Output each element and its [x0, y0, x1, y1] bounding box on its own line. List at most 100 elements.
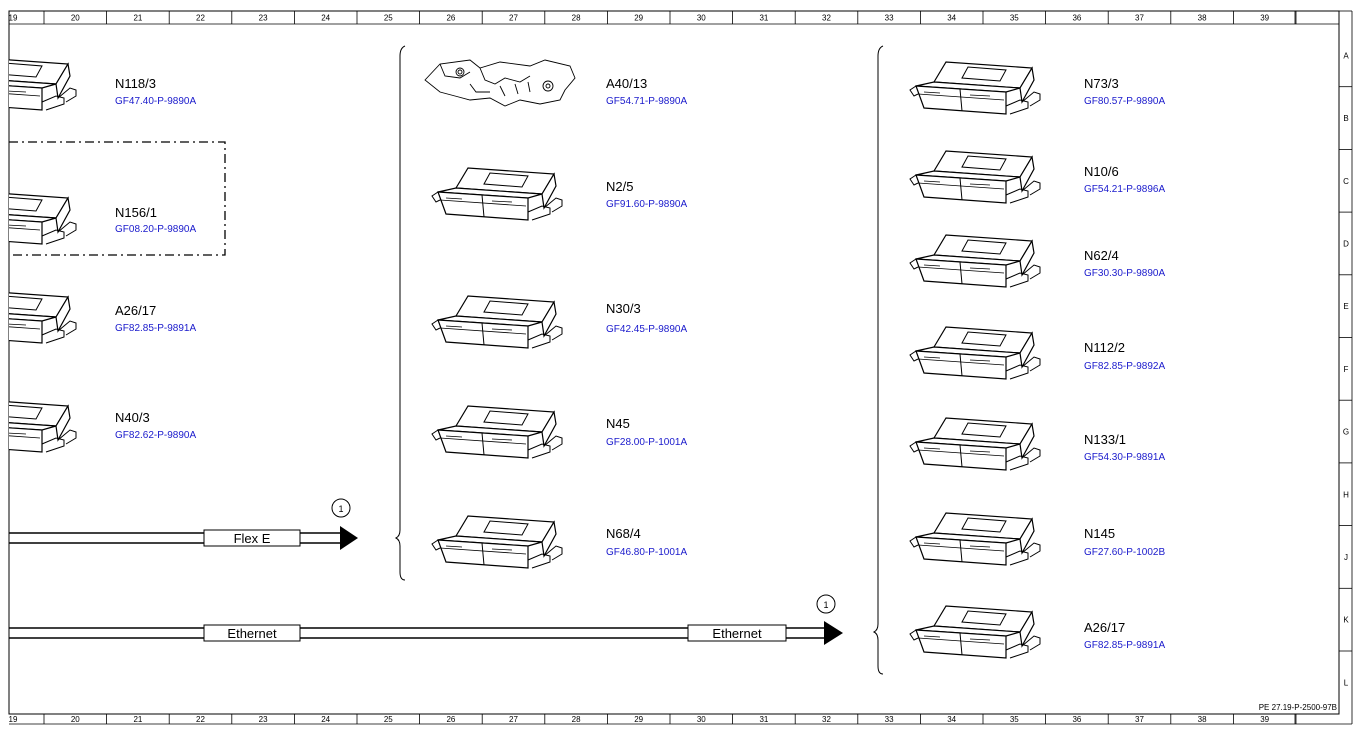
row-letter: K [1343, 616, 1349, 625]
ecu-module-icon [431, 405, 563, 459]
column-number: 28 [572, 14, 581, 23]
row-letter: C [1343, 177, 1349, 186]
component-label: N133/1 GF54.30-P-9891A [1084, 432, 1165, 463]
component-label: N45 GF28.00-P-1001A [606, 416, 687, 448]
component-name: N112/2 [1084, 340, 1125, 355]
drawing-code: PE 27.19-P-2500-97B [1259, 703, 1337, 712]
component-reference[interactable]: GF80.57-P-9890A [1084, 96, 1165, 107]
column-number: 37 [1135, 715, 1144, 724]
component-reference[interactable]: GF54.71-P-9890A [606, 96, 687, 107]
column-number: 31 [759, 14, 768, 23]
component-reference[interactable]: GF47.40-P-9890A [115, 96, 196, 107]
component-reference[interactable]: GF30.30-P-9890A [1084, 268, 1165, 279]
component-reference[interactable]: GF82.85-P-9891A [1084, 640, 1165, 651]
component-reference[interactable]: GF82.85-P-9892A [1084, 361, 1165, 372]
ecu-module-icon [909, 61, 1041, 115]
column-number: 38 [1198, 715, 1207, 724]
optional-equipment-box [9, 141, 226, 256]
column-number: 29 [634, 715, 643, 724]
row-letter: F [1344, 365, 1349, 374]
reference-marker [816, 594, 836, 614]
component-label: N118/3 GF47.40-P-9890A [115, 76, 196, 107]
ethernet-bus: Ethernet Ethernet 1 [9, 594, 843, 645]
ecu-module-icon [9, 57, 77, 111]
group-brace [394, 45, 406, 581]
component-name: A26/17 [1084, 620, 1125, 635]
component-name: N45 [606, 416, 630, 431]
component-label: N156/1 GF08.20-P-9890A [115, 205, 196, 235]
reference-marker-number: 1 [823, 600, 828, 610]
column-number: 27 [509, 14, 518, 23]
component-name: N145 [1084, 526, 1115, 541]
column-number: 24 [321, 14, 330, 23]
column-number: 28 [572, 715, 581, 724]
column-number: 21 [133, 715, 142, 724]
column-number: 25 [384, 14, 393, 23]
row-letter: E [1343, 302, 1348, 311]
component-name: N133/1 [1084, 432, 1126, 447]
component-reference[interactable]: GF46.80-P-1001A [606, 547, 687, 558]
ecu-module-icon [9, 191, 77, 245]
component-reference[interactable]: GF82.62-P-9890A [115, 430, 196, 441]
component-reference[interactable]: GF27.60-P-1002B [1084, 547, 1165, 558]
arrow-head-icon [824, 621, 843, 645]
component-name: N156/1 [115, 205, 157, 220]
column-number: 32 [822, 715, 831, 724]
bus-label: Ethernet [712, 626, 762, 641]
column-number: 38 [1198, 14, 1207, 23]
ecu-module-icon [909, 326, 1041, 380]
row-letter: L [1344, 678, 1349, 687]
ecu-module-icon [909, 234, 1041, 288]
component-label: N62/4 GF30.30-P-9890A [1084, 248, 1165, 279]
ecu-module-icon [431, 515, 563, 569]
component-name: N30/3 [606, 301, 641, 316]
component-label: A40/13 GF54.71-P-9890A [606, 76, 687, 107]
component-label: N73/3 GF80.57-P-9890A [1084, 76, 1165, 107]
column-number: 24 [321, 715, 330, 724]
column-number: 34 [947, 14, 956, 23]
bus-label: Ethernet [227, 626, 277, 641]
row-letter: H [1343, 490, 1349, 499]
column-number: 27 [509, 715, 518, 724]
column-number: 21 [133, 14, 142, 23]
column-number: 23 [259, 715, 268, 724]
row-letter: G [1343, 428, 1349, 437]
component-label: N68/4 GF46.80-P-1001A [606, 526, 687, 558]
row-letter: D [1343, 239, 1349, 248]
component-name: N68/4 [606, 526, 641, 541]
column-number: 26 [446, 14, 455, 23]
column-number: 36 [1072, 715, 1081, 724]
column-number: 20 [71, 715, 80, 724]
component-reference[interactable]: GF08.20-P-9890A [115, 224, 196, 235]
column-number: 33 [885, 715, 894, 724]
row-letter: B [1343, 114, 1348, 123]
component-label: N2/5 GF91.60-P-9890A [606, 179, 687, 210]
ecu-module-icon [431, 167, 563, 221]
component-name: N62/4 [1084, 248, 1119, 263]
ecu-module-icon [909, 512, 1041, 566]
column-number: 36 [1072, 14, 1081, 23]
component-reference[interactable]: GF54.30-P-9891A [1084, 452, 1165, 463]
column-number: 35 [1010, 715, 1019, 724]
component-label: N10/6 GF54.21-P-9896A [1084, 164, 1165, 195]
column-number: 23 [259, 14, 268, 23]
component-name: A26/17 [115, 303, 156, 318]
ecu-module-icon [431, 295, 563, 349]
component-reference[interactable]: GF54.21-P-9896A [1084, 184, 1165, 195]
column-number: 19 [9, 715, 18, 724]
component-reference[interactable]: GF82.85-P-9891A [115, 323, 196, 334]
column-number: 30 [697, 715, 706, 724]
component-reference[interactable]: GF91.60-P-9890A [606, 199, 687, 210]
column-number: 26 [446, 715, 455, 724]
ecu-module-icon [909, 417, 1041, 471]
component-name: A40/13 [606, 76, 647, 91]
reference-marker-number: 1 [338, 504, 343, 514]
ecu-module-icon [9, 399, 77, 453]
ecu-module-icon [909, 605, 1041, 659]
column-number: 35 [1010, 14, 1019, 23]
component-reference[interactable]: GF28.00-P-1001A [606, 437, 687, 448]
component-reference[interactable]: GF42.45-P-9890A [606, 324, 687, 335]
column-number: 19 [9, 14, 18, 23]
